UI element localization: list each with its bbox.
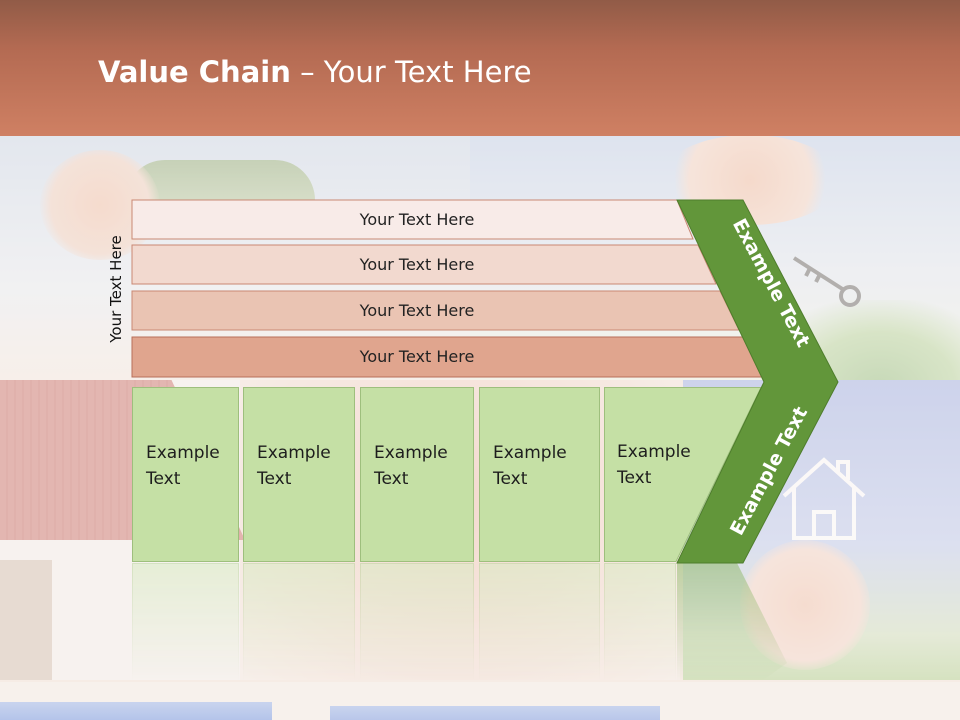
column-label-line2: Text: [493, 469, 528, 489]
slide-title-rest: – Your Text Here: [290, 55, 532, 89]
column-label-line1: Example: [493, 443, 567, 463]
support-row-label: Your Text Here: [359, 210, 475, 229]
column-label-line2: Text: [146, 469, 181, 489]
key-icon: [792, 256, 861, 307]
support-row-label: Your Text Here: [359, 301, 475, 320]
column-label-line2: Text: [617, 468, 652, 488]
house-outline-icon: [782, 457, 866, 540]
slide-title: Value Chain – Your Text Here: [98, 55, 532, 89]
support-row-shape: [131, 244, 717, 285]
support-row-shape: [131, 199, 694, 240]
bottom-sky-strip: [330, 706, 660, 720]
primary-column-5-shape: [604, 387, 762, 562]
slide-title-bold: Value Chain: [98, 55, 291, 89]
title-bar: Value Chain – Your Text Here: [0, 0, 960, 136]
column-label-line2: Text: [374, 469, 409, 489]
column-label-line1: Example: [257, 443, 331, 463]
column-label-line1: Example: [617, 442, 691, 462]
background-garage-door: [0, 560, 52, 680]
column-label-line1: Example: [374, 443, 448, 463]
bottom-sky-strip: [0, 702, 272, 720]
support-row-label: Your Text Here: [359, 255, 475, 274]
column-label-line2: Text: [257, 469, 292, 489]
column-label-line1: Example: [146, 443, 220, 463]
support-row-label: Your Text Here: [359, 347, 475, 366]
